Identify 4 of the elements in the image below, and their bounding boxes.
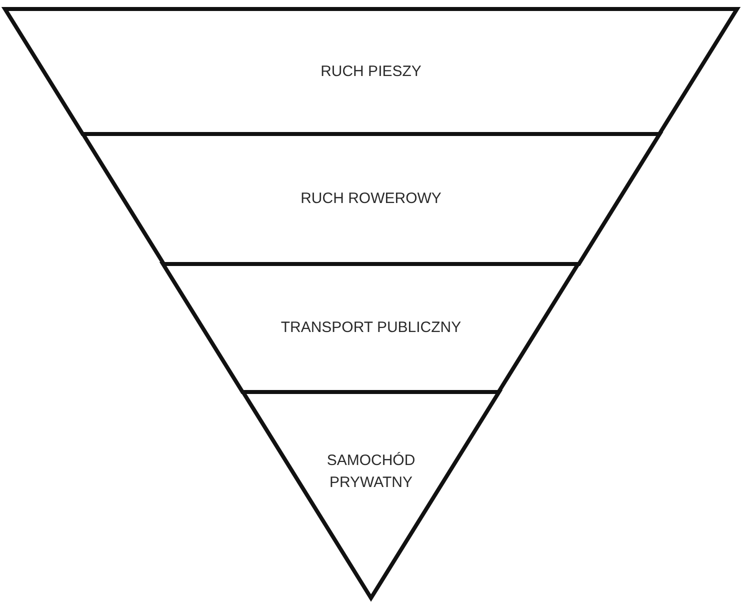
band-label: SAMOCHÓD PRYWATNY: [326, 451, 416, 493]
band-label: RUCH PIESZY: [320, 62, 422, 82]
band-label: RUCH ROWEROWY: [300, 189, 442, 209]
band-label: TRANSPORT PUBLICZNY: [280, 318, 462, 338]
